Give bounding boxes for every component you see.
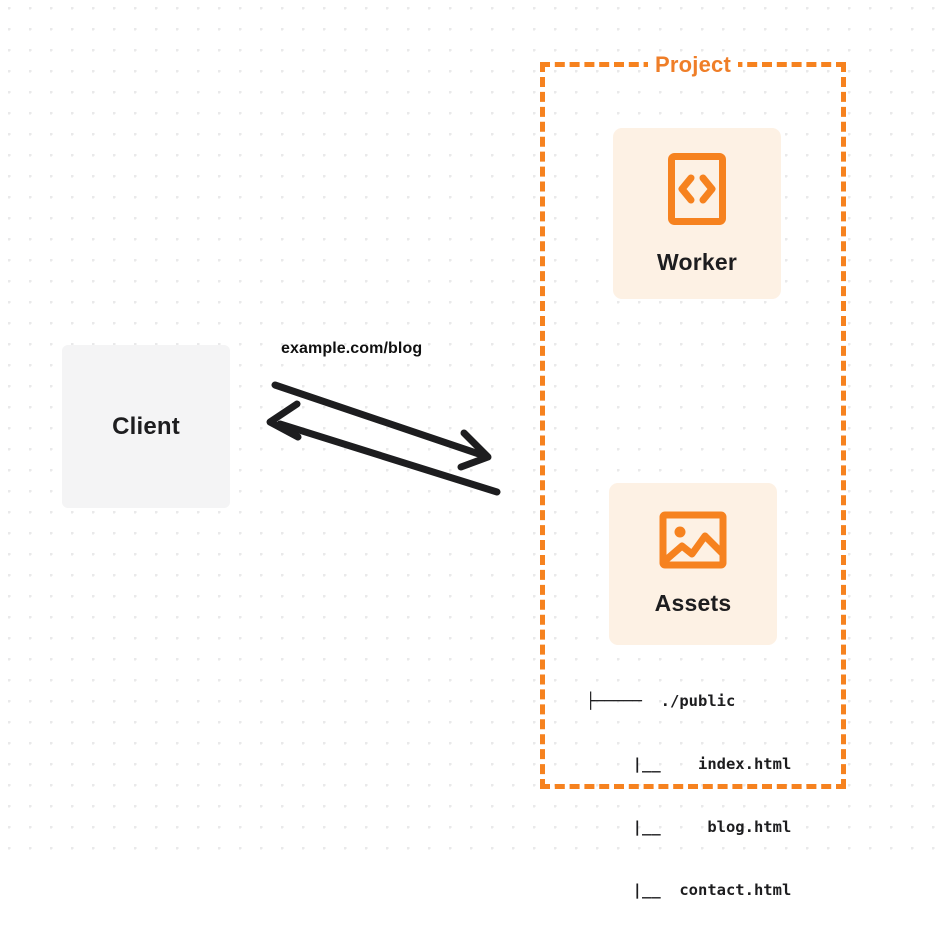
code-file-icon [667, 152, 727, 231]
diagram-canvas: Client example.com/blog Project Worker [0, 0, 938, 899]
file-tree-line: ├───── ./public [586, 692, 736, 710]
file-tree-line: |__ blog.html [586, 818, 792, 836]
arrow-project-to-client [266, 400, 501, 496]
file-tree-line: |__ index.html [586, 755, 792, 773]
assets-file-tree: ├───── ./public |__ index.html |__ blog.… [586, 649, 791, 943]
image-icon [659, 511, 727, 574]
request-url-label: example.com/blog [281, 340, 423, 357]
arrow-client-to-project [271, 381, 492, 471]
assets-card-label: Assets [654, 590, 732, 616]
project-boundary: Project [540, 52, 846, 789]
project-title: Project [648, 52, 738, 78]
worker-card-label: Worker [656, 248, 738, 275]
file-tree-line: |__ contact.html [586, 881, 792, 899]
client-node[interactable]: Client [62, 345, 230, 508]
client-label: Client [112, 412, 180, 440]
worker-card[interactable]: Worker [613, 128, 781, 299]
assets-card[interactable]: Assets [609, 483, 777, 645]
